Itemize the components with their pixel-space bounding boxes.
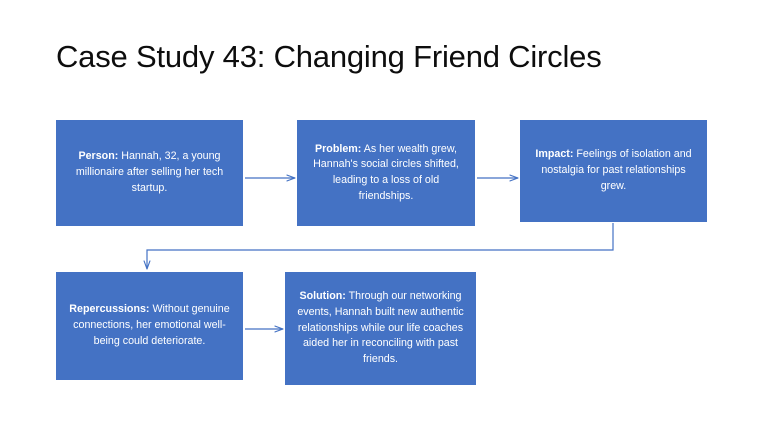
flow-box-problem-label: Problem: <box>315 142 362 155</box>
flow-box-impact[interactable]: Impact: Feelings of isolation and nostal… <box>520 120 707 222</box>
flow-box-person-body: Hannah, 32, a young millionaire after se… <box>75 150 224 194</box>
flow-box-repercussions-text: Repercussions: Without genuine connectio… <box>66 302 233 349</box>
flow-box-repercussions-label: Repercussions: <box>69 303 150 316</box>
flow-box-solution-label: Solution: <box>299 290 346 303</box>
flow-box-repercussions-body: Without genuine connections, her emotion… <box>73 303 230 347</box>
flow-box-problem[interactable]: Problem: As her wealth grew, Hannah's so… <box>297 120 475 226</box>
flow-box-repercussions[interactable]: Repercussions: Without genuine connectio… <box>56 272 243 380</box>
flow-box-solution-text: Solution: Through our networking events,… <box>295 289 466 368</box>
flow-box-problem-text: Problem: As her wealth grew, Hannah's so… <box>307 142 465 205</box>
page-title: Case Study 43: Changing Friend Circles <box>56 39 602 74</box>
flow-box-impact-body: Feelings of isolation and nostalgia for … <box>541 148 692 192</box>
flow-box-problem-body: As her wealth grew, Hannah's social circ… <box>313 142 459 202</box>
flow-box-impact-text: Impact: Feelings of isolation and nostal… <box>530 147 697 194</box>
flow-box-person[interactable]: Person: Hannah, 32, a young millionaire … <box>56 120 243 226</box>
flow-box-person-text: Person: Hannah, 32, a young millionaire … <box>66 149 233 196</box>
flow-box-person-label: Person: <box>78 150 119 163</box>
flow-box-impact-label: Impact: <box>535 148 574 161</box>
flow-box-solution-body: Through our networking events, Hannah bu… <box>297 290 464 366</box>
arrow-impact-to-repercussions <box>147 223 614 269</box>
flow-box-solution[interactable]: Solution: Through our networking events,… <box>285 272 476 385</box>
